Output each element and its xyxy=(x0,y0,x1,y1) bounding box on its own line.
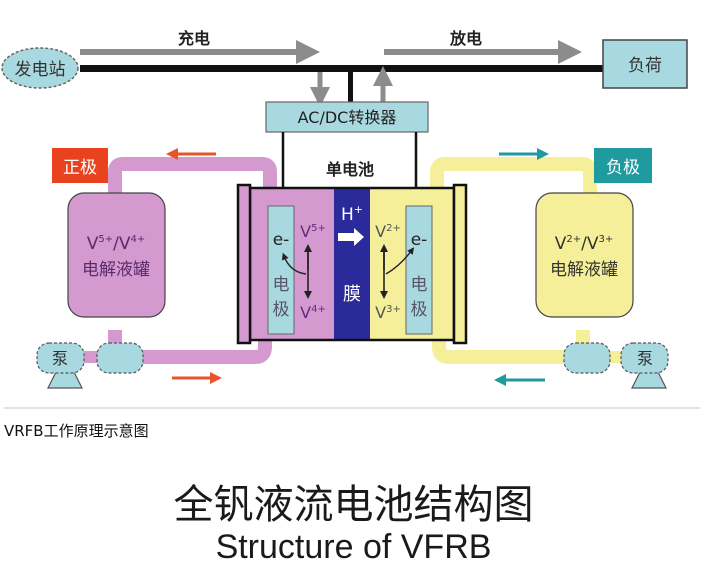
positive-pump-label: 泵 xyxy=(52,349,68,368)
positive-end-plate xyxy=(236,183,252,345)
power-station-label: 发电站 xyxy=(15,60,66,80)
power-station xyxy=(1,47,79,89)
positive-supply-pipe xyxy=(140,340,272,364)
negative-electrode xyxy=(405,205,433,335)
negative-electron-arrow xyxy=(385,247,415,275)
negative-electrode-char-2: 极 xyxy=(411,300,428,320)
v4-ion-label: V4+ xyxy=(300,303,326,322)
membrane-label: 膜 xyxy=(343,284,361,305)
v3-ion-label: V3+ xyxy=(375,303,401,322)
negative-valve xyxy=(563,342,611,374)
negative-electrode-char-1: 电 xyxy=(411,275,428,295)
single-cell-label: 单电池 xyxy=(326,160,374,179)
positive-electrode-char-2: 极 xyxy=(273,300,290,320)
proton-label: H+ xyxy=(341,203,363,225)
acdc-converter xyxy=(265,101,429,133)
v5-ion-label: V5+ xyxy=(300,222,326,241)
vrfb-schematic: 充电 放电 发电站 负荷 AC/DC转换器 单电池 正极 负极 V5+/V4+ … xyxy=(1,29,700,409)
positive-tank-label: 电解液罐 xyxy=(82,260,150,280)
positive-electrode-char-1: 电 xyxy=(273,275,290,295)
positive-tank-species: V5+/V4+ xyxy=(87,234,146,254)
negative-tank-species: V2+/V3+ xyxy=(555,234,614,254)
positive-pump xyxy=(36,342,85,374)
power-bus-line xyxy=(80,65,608,72)
negative-supply-pipe xyxy=(432,340,567,364)
page-title-english: Structure of VFRB xyxy=(215,528,492,566)
negative-badge-label: 负极 xyxy=(606,158,640,178)
positive-badge xyxy=(52,148,108,183)
positive-electron-label: e- xyxy=(273,230,290,250)
positive-badge-label: 正极 xyxy=(63,158,97,178)
proton-transfer-arrow xyxy=(338,228,364,246)
membrane xyxy=(334,188,370,340)
negative-pump-label: 泵 xyxy=(637,349,653,368)
load-box xyxy=(602,39,688,89)
load-label: 负荷 xyxy=(628,56,662,76)
positive-electrode xyxy=(267,205,295,335)
acdc-converter-label: AC/DC转换器 xyxy=(298,108,397,127)
negative-tank-label: 电解液罐 xyxy=(550,260,618,280)
positive-valve xyxy=(96,342,144,374)
page-title-chinese: 全钒液流电池结构图 xyxy=(173,482,534,528)
negative-pump xyxy=(620,342,669,374)
positive-electrolyte-tank xyxy=(67,192,166,318)
positive-return-pipe xyxy=(108,157,277,194)
negative-return-pipe xyxy=(430,157,597,194)
negative-badge xyxy=(594,148,652,183)
negative-end-plate xyxy=(452,183,468,345)
negative-electrolyte-tank xyxy=(535,192,634,318)
discharge-label: 放电 xyxy=(449,29,482,48)
charge-label: 充电 xyxy=(178,29,210,48)
diagram-caption: VRFB工作原理示意图 xyxy=(4,422,149,440)
positive-electron-arrow xyxy=(281,252,307,275)
v2-ion-label: V2+ xyxy=(375,222,401,241)
negative-electron-label: e- xyxy=(411,230,428,250)
bus-to-converter-line xyxy=(348,72,353,102)
